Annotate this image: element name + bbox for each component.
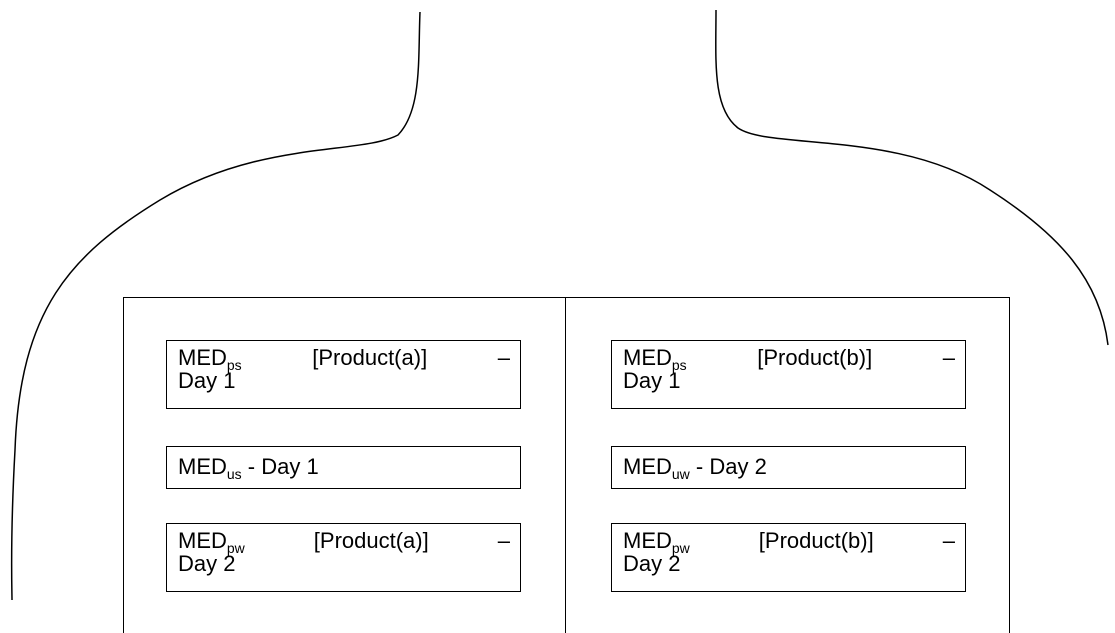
day-label: Day 2 (178, 551, 236, 576)
product-label: [Product(b)] (758, 528, 874, 553)
day-label: Day 1 (178, 368, 236, 393)
product-label: [Product(a)] (313, 528, 429, 553)
dash: – (497, 345, 510, 370)
site-label: MEDps (623, 345, 687, 373)
day-label: - Day 1 (241, 454, 319, 479)
test-area-left (123, 297, 566, 633)
dash: – (497, 528, 510, 553)
site-label: MEDps (178, 345, 242, 373)
right-shoulder-outline (715, 9, 1109, 346)
dash: – (942, 345, 955, 370)
site-label: MEDus (178, 454, 242, 482)
day-label: Day 1 (623, 368, 681, 393)
site-box-left-1: MEDps [Product(a)] – Day 1 (166, 340, 521, 409)
product-label: [Product(b)] (757, 345, 873, 370)
site-label: MEDpw (623, 528, 690, 556)
site-box-right-3: MEDpw [Product(b)] – Day 2 (611, 523, 966, 592)
site-box-left-2: MEDus - Day 1 (166, 446, 521, 489)
site-label: MEDpw (178, 528, 245, 556)
site-box-right-2: MEDuw - Day 2 (611, 446, 966, 489)
site-label: MEDuw (623, 454, 690, 482)
site-box-right-1: MEDps [Product(b)] – Day 1 (611, 340, 966, 409)
test-area-right (565, 297, 1010, 633)
site-box-left-3: MEDpw [Product(a)] – Day 2 (166, 523, 521, 592)
day-label: - Day 2 (689, 454, 767, 479)
product-label: [Product(a)] (312, 345, 428, 370)
day-label: Day 2 (623, 551, 681, 576)
dash: – (942, 528, 955, 553)
left-shoulder-outline (10, 11, 421, 601)
